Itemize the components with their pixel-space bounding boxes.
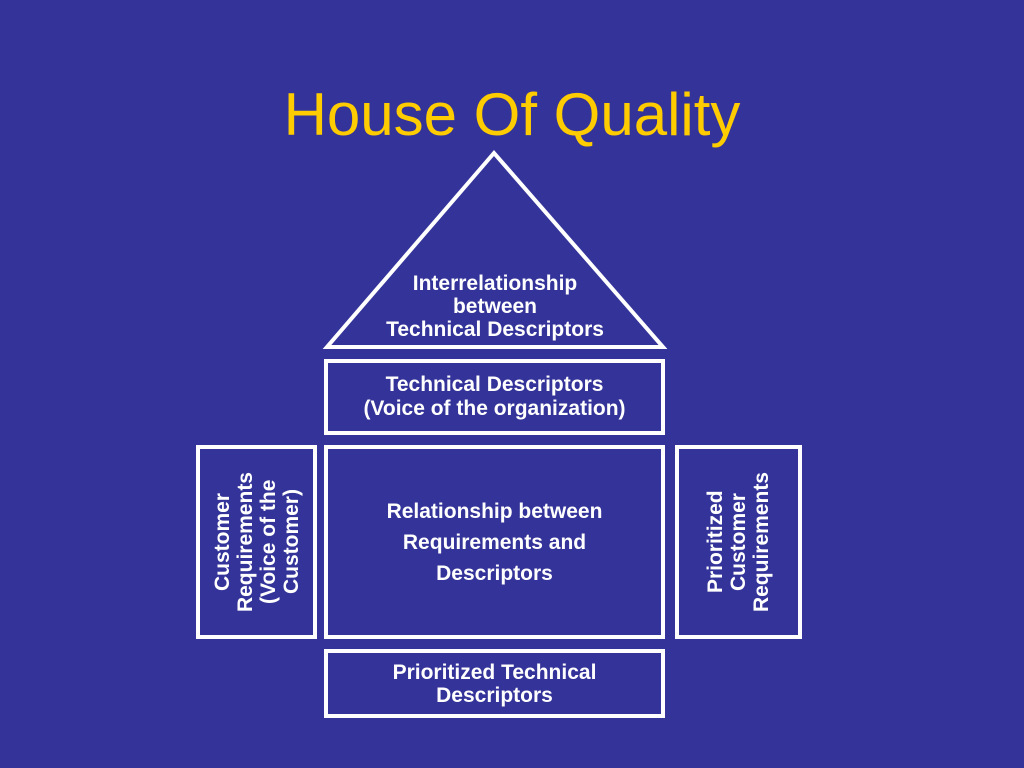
customer-requirements-line-2: Requirements — [233, 471, 257, 613]
prioritized-customer-requirements-line-3: Requirements — [750, 471, 773, 613]
slide-title: House Of Quality — [283, 81, 741, 148]
prioritized-customer-requirements-box: Prioritized Customer Requirements — [675, 445, 802, 639]
relationship-line-2: Requirements and — [402, 530, 587, 554]
prioritized-customer-requirements-label: Prioritized Customer Requirements — [704, 472, 773, 612]
roof-label-line-3: Technical Descriptors — [386, 318, 604, 341]
technical-descriptors-line-1: Technical Descriptors — [385, 373, 604, 396]
technical-descriptors-line-2: (Voice of the organization) — [363, 397, 626, 420]
prioritized-technical-descriptors-line-1: Prioritized Technical — [392, 660, 597, 684]
roof-label-line-2: between — [452, 295, 538, 318]
prioritized-technical-descriptors-box: Prioritized Technical Descriptors — [324, 649, 665, 718]
prioritized-customer-requirements-line-1: Prioritized — [704, 490, 727, 594]
prioritized-customer-requirements-line-2: Customer — [727, 492, 750, 592]
customer-requirements-label: Customer Requirements (Voice of the Cust… — [211, 472, 303, 612]
roof-label-line-1: Interrelationship — [412, 272, 578, 295]
customer-requirements-line-1: Customer — [210, 492, 234, 592]
relationship-line-1: Relationship between — [386, 499, 603, 523]
relationship-matrix-box: Relationship between Requirements and De… — [324, 445, 665, 639]
roof-label: Interrelationship between Technical Desc… — [355, 272, 635, 341]
relationship-line-3: Descriptors — [436, 561, 553, 585]
customer-requirements-box: Customer Requirements (Voice of the Cust… — [196, 445, 317, 639]
customer-requirements-line-4: Customer) — [279, 489, 303, 595]
customer-requirements-line-3: (Voice of the — [256, 479, 280, 605]
prioritized-technical-descriptors-line-2: Descriptors — [436, 683, 553, 707]
technical-descriptors-box: Technical Descriptors (Voice of the orga… — [324, 359, 665, 435]
